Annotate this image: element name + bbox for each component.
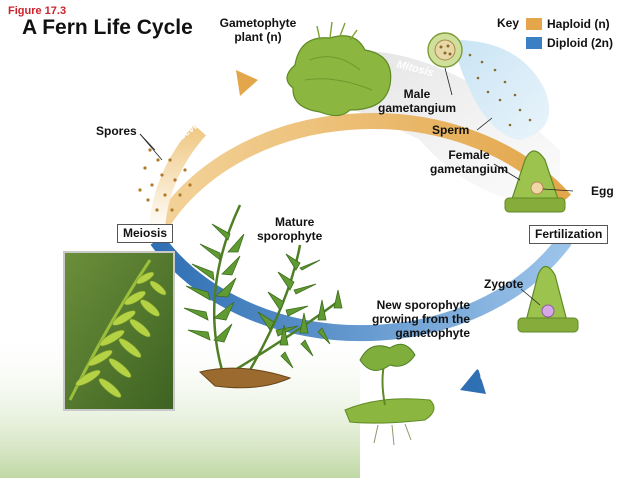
new-sporo-line1: New sporophyte <box>376 298 470 312</box>
key-haploid: Haploid (n) <box>526 17 610 31</box>
zygote-cell <box>541 304 555 318</box>
male-gametangium-label: Male gametangium <box>372 87 462 115</box>
mature-label-line1: Mature <box>275 215 315 229</box>
zygote-label: Zygote <box>484 277 524 291</box>
female-label-line2: gametangium <box>429 162 508 176</box>
zygote-gametangium <box>517 265 579 333</box>
haploid-swatch <box>526 18 542 30</box>
female-gametangium-label: Female gametangium <box>424 148 514 176</box>
male-label-line1: Male <box>403 87 431 101</box>
diploid-swatch <box>526 37 542 49</box>
gametophyte-label-line2: plant (n) <box>234 30 282 44</box>
sperm-cells <box>468 53 532 127</box>
spores-label: Spores <box>96 124 137 138</box>
sperm-label: Sperm <box>432 123 470 137</box>
fern-foliage-backdrop <box>0 330 360 478</box>
water-stream <box>455 40 550 140</box>
egg-label: Egg <box>591 184 614 198</box>
new-sporo-line3: gametophyte <box>395 326 470 340</box>
gametophyte-plant <box>286 21 392 117</box>
figure-number: Figure 17.3 <box>8 5 67 17</box>
fern-frond-photo <box>63 251 175 411</box>
spores-cluster <box>138 148 192 212</box>
egg-cell <box>530 181 544 195</box>
gametophyte-label: Gametophyte plant (n) <box>218 16 298 44</box>
arrowhead-haploid <box>236 70 258 96</box>
key-diploid-label: Diploid (2n) <box>547 36 613 50</box>
fertilization-box: Fertilization <box>529 225 609 244</box>
key-diploid: Diploid (2n) <box>526 36 613 50</box>
new-sporophyte-label: New sporophyte growing from the gametoph… <box>360 298 470 340</box>
female-gametangium <box>504 150 566 213</box>
figure-title: A Fern Life Cycle <box>22 16 193 39</box>
new-sporophyte <box>344 343 435 446</box>
haploid-arc-left <box>149 124 207 233</box>
key-heading: Key <box>497 16 520 30</box>
gametophyte-label-line1: Gametophyte <box>219 16 297 30</box>
mature-label-line2: sporophyte <box>257 229 323 243</box>
leader-lines <box>139 67 574 306</box>
mature-sporophyte <box>183 204 343 389</box>
new-sporo-line2: growing from the <box>372 312 470 326</box>
haploid-arc <box>150 112 571 236</box>
mature-sporophyte-label: Mature sporophyte <box>257 215 322 243</box>
male-gametangium <box>427 32 463 68</box>
male-label-line2: gametangium <box>377 101 456 115</box>
diploid-arc <box>150 235 572 342</box>
female-label-line1: Female <box>448 148 490 162</box>
key-haploid-label: Haploid (n) <box>547 17 610 31</box>
arrowhead-diploid <box>460 368 486 394</box>
meiosis-box: Meiosis <box>117 224 174 243</box>
